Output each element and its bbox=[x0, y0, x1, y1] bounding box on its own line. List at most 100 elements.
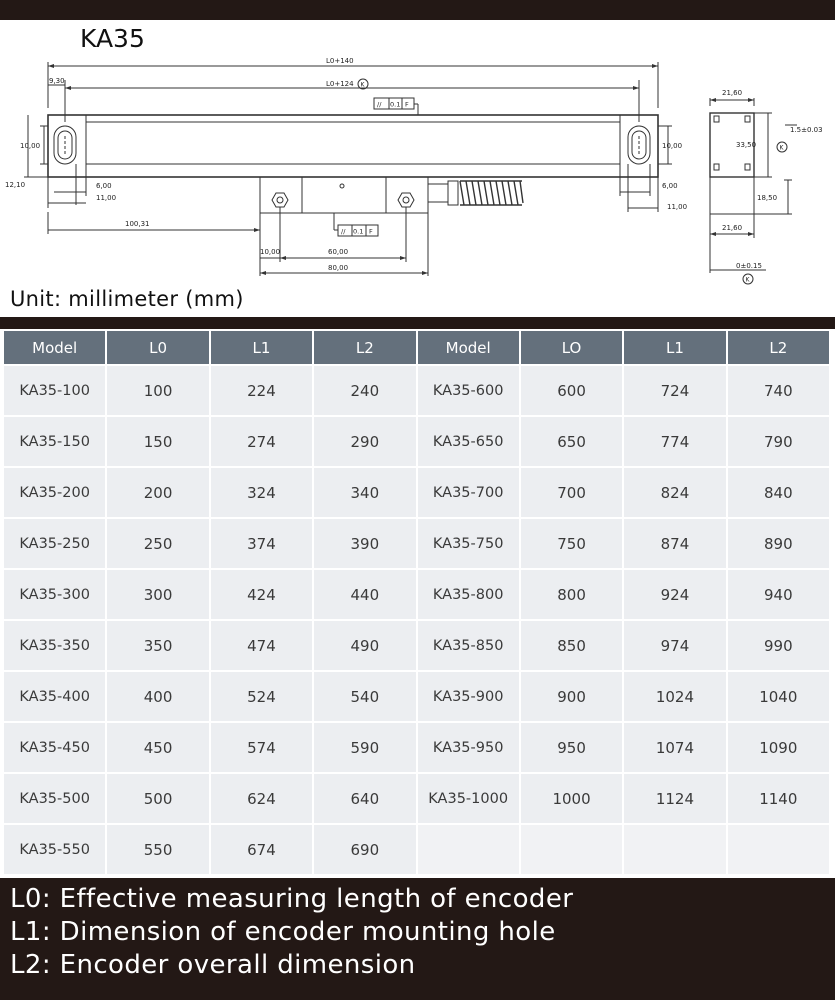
table-cell: 224 bbox=[210, 366, 313, 415]
table-cell: 474 bbox=[210, 621, 313, 670]
legend-l0: L0: Effective measuring length of encode… bbox=[10, 884, 574, 914]
table-cell: KA35-450 bbox=[4, 723, 106, 772]
table-cell: KA35-550 bbox=[4, 825, 106, 874]
dim-k-top: K bbox=[361, 82, 366, 89]
table-row: KA35-500 500 624 640 KA35-1000 1000 1124… bbox=[4, 774, 829, 823]
table-cell: 1090 bbox=[727, 723, 829, 772]
table-cell: KA35-150 bbox=[4, 417, 106, 466]
dim-80: 80,00 bbox=[328, 264, 348, 272]
table-cell: 490 bbox=[314, 621, 416, 670]
unit-label: Unit: millimeter (mm) bbox=[10, 287, 244, 311]
table-cell: 750 bbox=[520, 519, 623, 568]
table-cell: 1040 bbox=[727, 672, 829, 721]
table-cell: 440 bbox=[314, 570, 416, 619]
table-cell: 390 bbox=[314, 519, 416, 568]
table-cell-empty bbox=[727, 825, 829, 874]
page-title: KA35 bbox=[80, 24, 145, 53]
table-row: KA35-250 250 374 390 KA35-750 750 874 89… bbox=[4, 519, 829, 568]
table-cell: 150 bbox=[107, 417, 209, 466]
table-cell-empty bbox=[520, 825, 623, 874]
dim-9-30: 9,30 bbox=[49, 77, 65, 85]
table-cell: 590 bbox=[314, 723, 416, 772]
table-cell: 600 bbox=[520, 366, 623, 415]
table-cell: 450 bbox=[107, 723, 209, 772]
dim-l0-140: L0+140 bbox=[326, 57, 354, 65]
table-cell: KA35-300 bbox=[4, 570, 106, 619]
tol-top-sym: // bbox=[377, 101, 382, 109]
side-18-50: 18,50 bbox=[757, 194, 777, 202]
table-cell: 674 bbox=[210, 825, 313, 874]
side-k-right: K bbox=[780, 145, 785, 152]
header-l0-left: L0 bbox=[107, 331, 209, 364]
table-cell: KA35-700 bbox=[417, 468, 519, 517]
table-cell: 1074 bbox=[624, 723, 726, 772]
dim-l0-124: L0+124 bbox=[326, 80, 354, 88]
table-cell-empty bbox=[417, 825, 519, 874]
table-cell: 524 bbox=[210, 672, 313, 721]
legend-footer: L0: Effective measuring length of encode… bbox=[0, 878, 835, 1000]
table-cell: 324 bbox=[210, 468, 313, 517]
table-row: KA35-550 550 674 690 bbox=[4, 825, 829, 874]
table-cell: 974 bbox=[624, 621, 726, 670]
left-mounting-slot bbox=[53, 125, 77, 165]
table-cell: 840 bbox=[727, 468, 829, 517]
table-cell: 1000 bbox=[520, 774, 623, 823]
table-cell: 890 bbox=[727, 519, 829, 568]
table-cell: 100 bbox=[107, 366, 209, 415]
table-cell: KA35-650 bbox=[417, 417, 519, 466]
table-cell: 874 bbox=[624, 519, 726, 568]
table-cell: 700 bbox=[520, 468, 623, 517]
header-l1-right: L1 bbox=[624, 331, 726, 364]
side-1-5: 1.5±0.03 bbox=[790, 126, 823, 134]
table-cell: 724 bbox=[624, 366, 726, 415]
legend-l1: L1: Dimension of encoder mounting hole bbox=[10, 917, 556, 947]
dim-60: 60,00 bbox=[328, 248, 348, 256]
table-cell: 1024 bbox=[624, 672, 726, 721]
table-cell: 624 bbox=[210, 774, 313, 823]
dim-10-bottom: 10,00 bbox=[260, 248, 280, 256]
table-cell: 200 bbox=[107, 468, 209, 517]
header-model-right: Model bbox=[417, 331, 519, 364]
top-dark-band bbox=[0, 0, 835, 20]
cable-spring bbox=[459, 180, 524, 206]
table-cell: 240 bbox=[314, 366, 416, 415]
header-model-left: Model bbox=[4, 331, 106, 364]
table-cell: KA35-100 bbox=[4, 366, 106, 415]
table-header-row: Model L0 L1 L2 Model LO L1 L2 bbox=[4, 331, 829, 364]
table-cell: KA35-350 bbox=[4, 621, 106, 670]
table-cell: 650 bbox=[520, 417, 623, 466]
dim-10-left: 10,00 bbox=[20, 142, 40, 150]
table-cell: 1124 bbox=[624, 774, 726, 823]
table-row: KA35-300 300 424 440 KA35-800 800 924 94… bbox=[4, 570, 829, 619]
table-cell: KA35-200 bbox=[4, 468, 106, 517]
scale-body bbox=[47, 114, 659, 178]
table-cell: 774 bbox=[624, 417, 726, 466]
dim-12-10: 12,10 bbox=[5, 181, 25, 189]
header-l1-left: L1 bbox=[210, 331, 313, 364]
dim-11-right: 11,00 bbox=[667, 203, 687, 211]
tol-bottom-value: 0.1 bbox=[353, 228, 363, 236]
tol-bottom-sym: // bbox=[341, 228, 346, 236]
table-cell: 950 bbox=[520, 723, 623, 772]
dim-11-left: 11,00 bbox=[96, 194, 116, 202]
table-cell: 350 bbox=[107, 621, 209, 670]
table-cell: 790 bbox=[727, 417, 829, 466]
dim-6-left: 6,00 bbox=[96, 182, 112, 190]
table-cell: 424 bbox=[210, 570, 313, 619]
table-cell: 900 bbox=[520, 672, 623, 721]
side-0-15: 0±0.15 bbox=[736, 262, 762, 270]
table-cell: 990 bbox=[727, 621, 829, 670]
mid-dark-band bbox=[0, 317, 835, 329]
dim-100-31: 100,31 bbox=[125, 220, 150, 228]
table-cell: KA35-900 bbox=[417, 672, 519, 721]
tol-bottom-ref: F bbox=[369, 228, 373, 236]
table-cell: KA35-250 bbox=[4, 519, 106, 568]
table-cell: 374 bbox=[210, 519, 313, 568]
side-21-60-top: 21,60 bbox=[722, 89, 742, 97]
table-cell: 690 bbox=[314, 825, 416, 874]
header-l2-left: L2 bbox=[314, 331, 416, 364]
side-33-50: 33,50 bbox=[736, 141, 756, 149]
header-l2-right: L2 bbox=[727, 331, 829, 364]
table-cell: 824 bbox=[624, 468, 726, 517]
table-cell: 540 bbox=[314, 672, 416, 721]
